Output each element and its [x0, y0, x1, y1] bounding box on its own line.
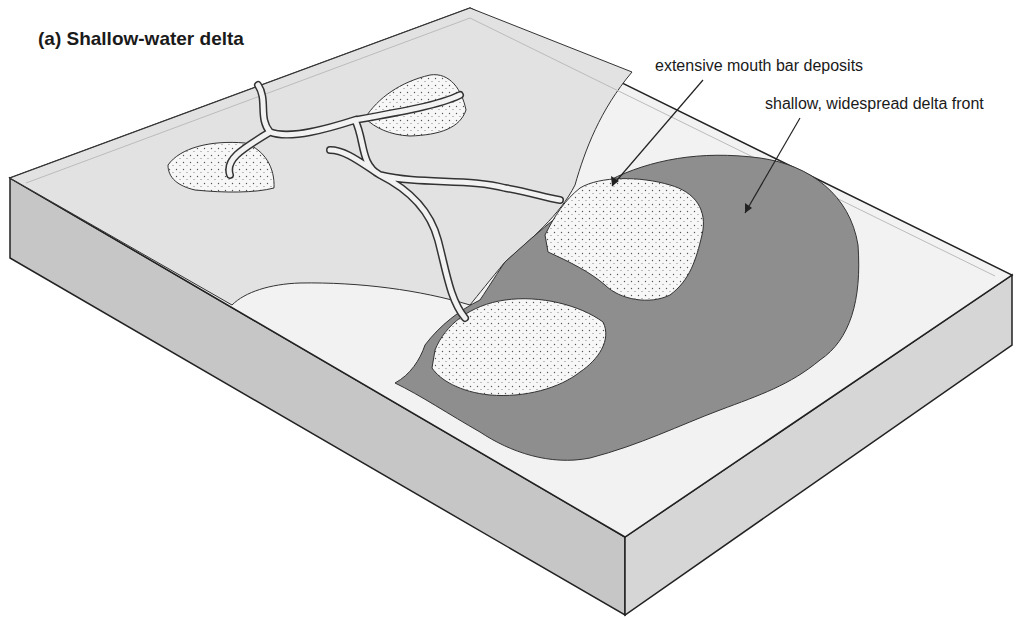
callout-label: extensive mouth bar deposits — [655, 57, 863, 75]
leader-line — [745, 118, 800, 213]
callout-label: shallow, widespread delta front — [765, 95, 984, 113]
diagram-title: (a) Shallow-water delta — [38, 28, 244, 50]
leader-line — [612, 80, 703, 186]
